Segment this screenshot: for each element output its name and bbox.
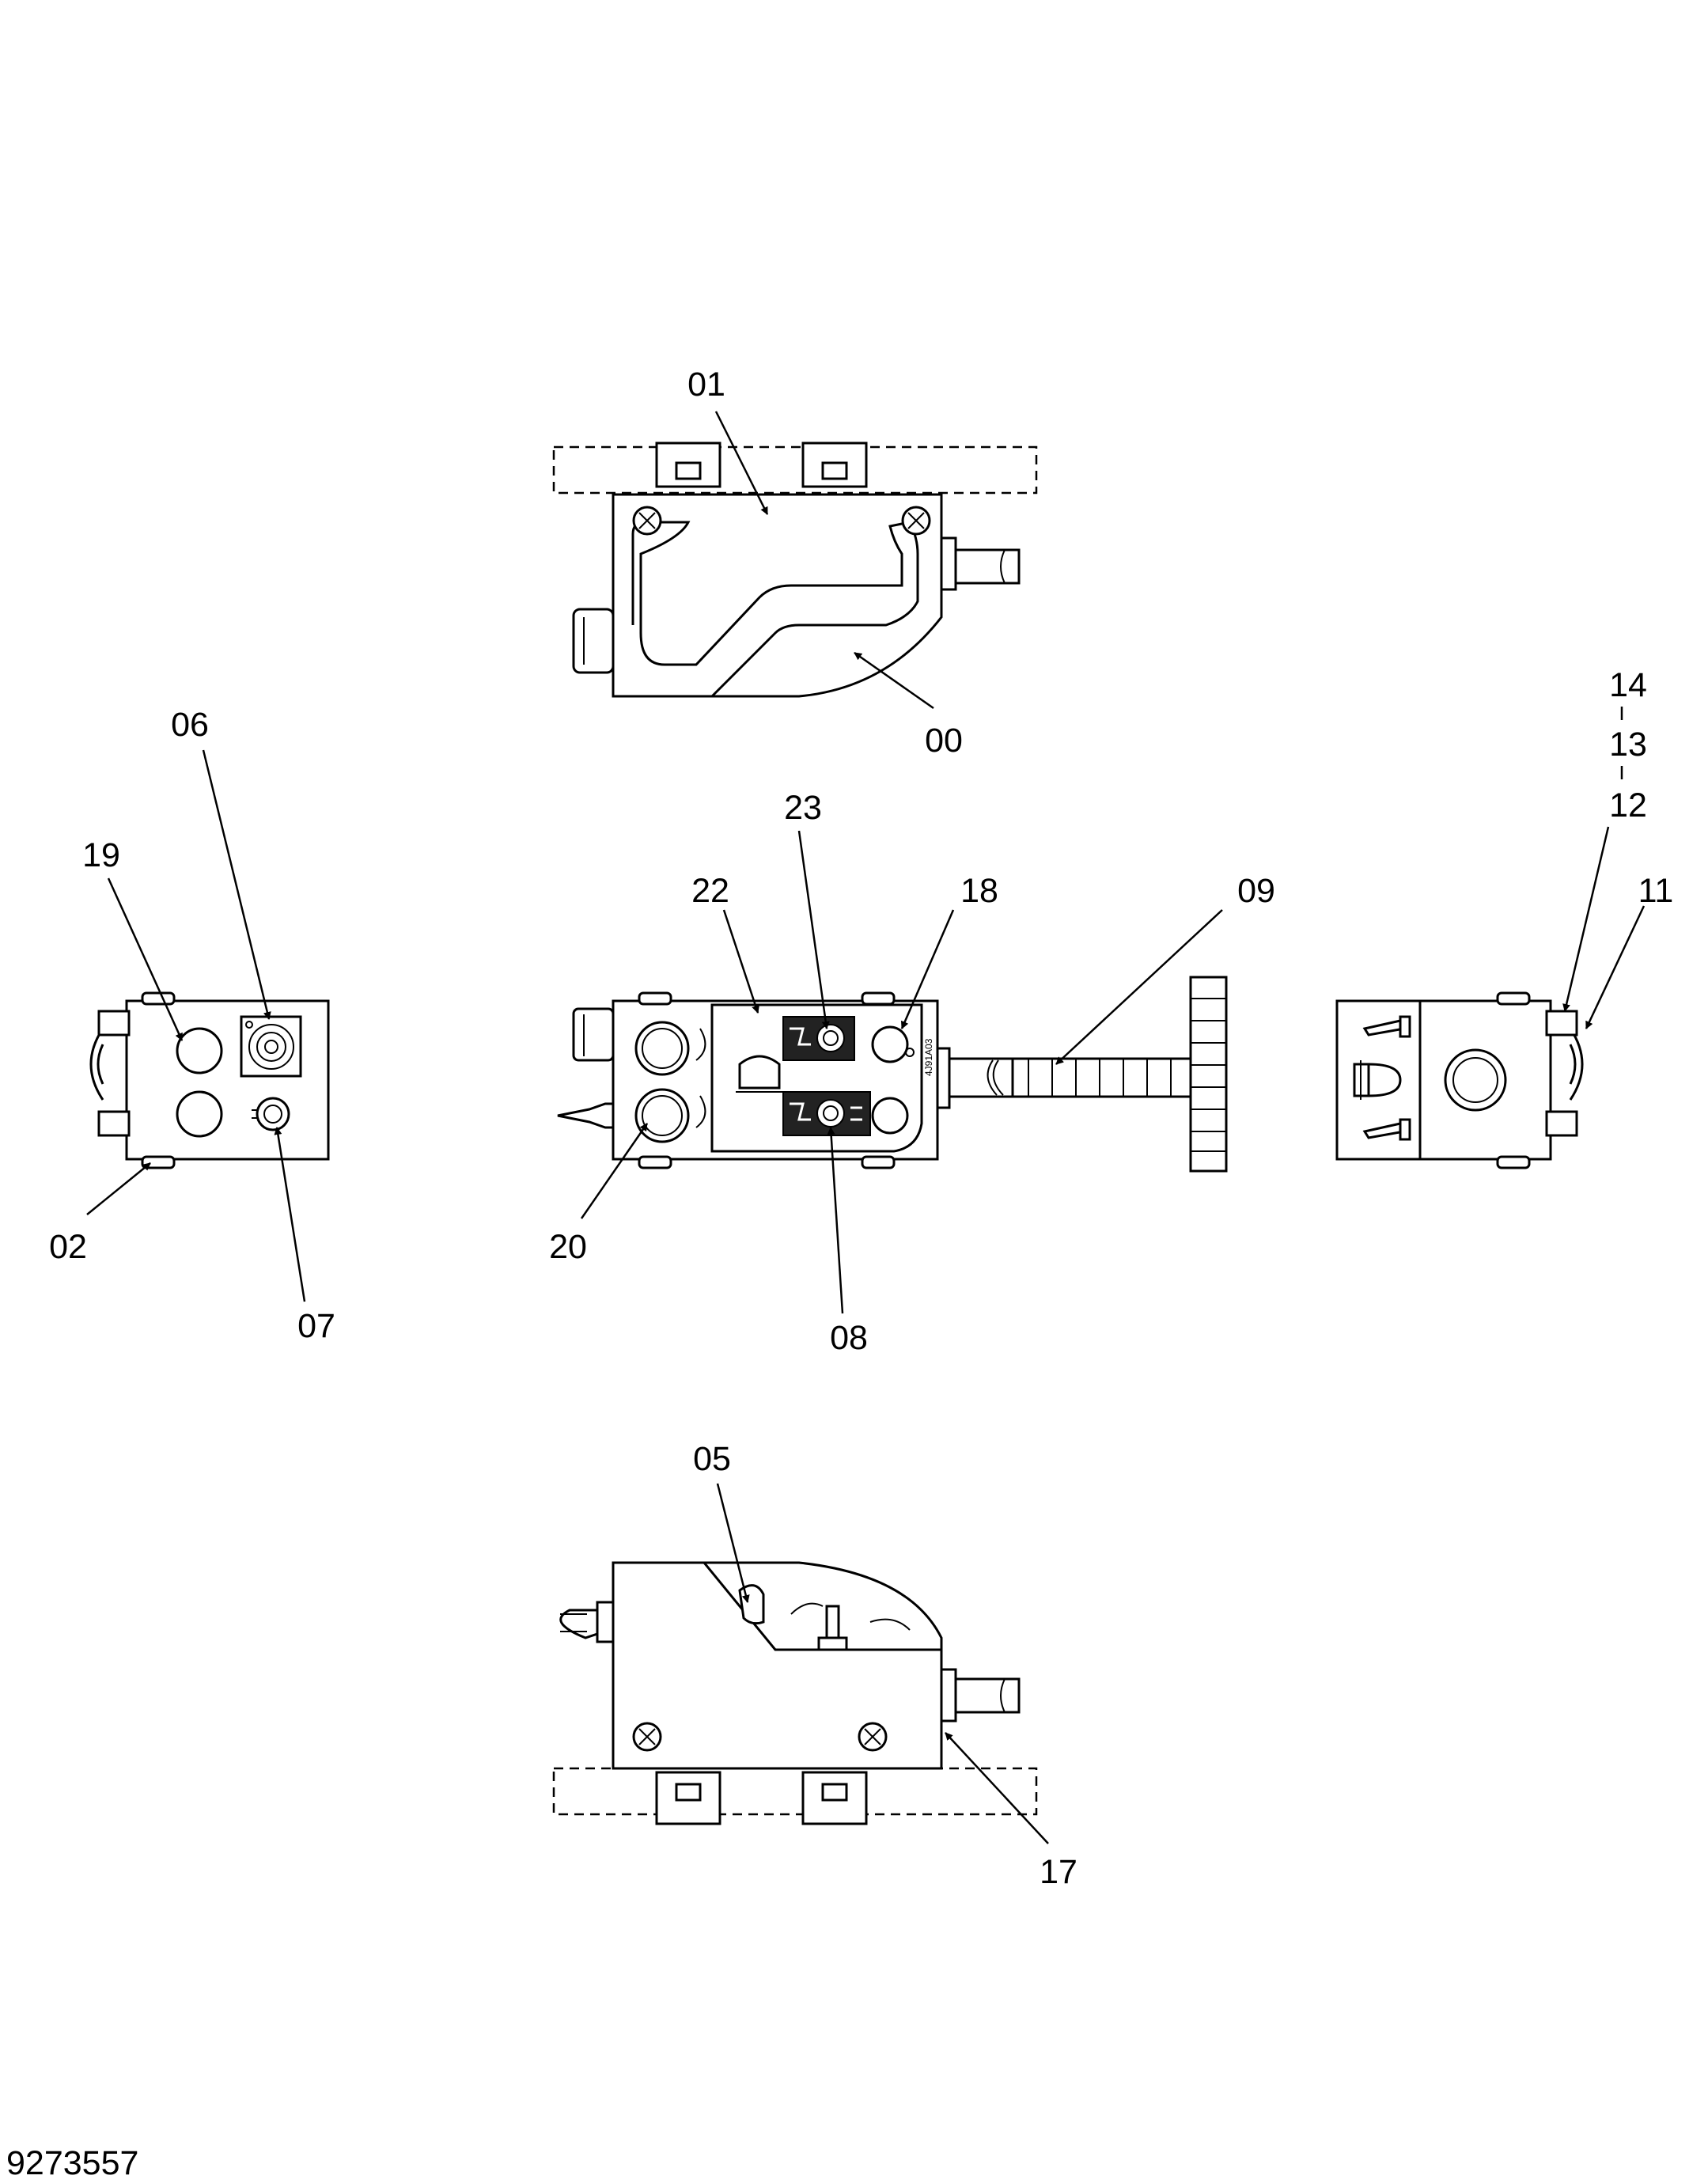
front-lever — [557, 1102, 615, 1129]
top-side-knob — [572, 608, 615, 674]
front-port-bottom — [634, 1088, 690, 1143]
front-lamp — [738, 1055, 781, 1090]
front-panel-label: 4J91A03 — [923, 1038, 934, 1076]
bottom-view — [552, 1561, 1038, 1825]
bottom-shaft — [954, 1677, 1021, 1714]
callout-08: 08 — [830, 1319, 868, 1357]
front-shaft-segments — [1011, 1057, 1192, 1098]
front-indicator-bottom — [871, 1097, 909, 1135]
top-clamp-right — [801, 442, 868, 488]
callout-18: 18 — [960, 872, 998, 910]
callout-12: 12 — [1609, 786, 1647, 824]
leader-lines — [86, 411, 1646, 1844]
top-view — [552, 442, 1038, 698]
callout-02: 02 — [49, 1228, 87, 1266]
callout-labels: 01 00 06 19 02 07 22 23 18 09 20 08 14 1… — [49, 366, 1673, 1891]
front-control-panel — [710, 1003, 923, 1153]
front-shaft — [948, 1057, 1014, 1098]
callout-06: 06 — [171, 706, 209, 744]
top-shaft — [954, 548, 1021, 585]
left-port-bottom — [176, 1090, 223, 1138]
callout-22: 22 — [691, 872, 729, 910]
front-handle — [1189, 976, 1228, 1173]
drawing-number: 9273557 — [6, 2144, 138, 2182]
callout-11: 11 — [1638, 872, 1674, 910]
front-view: 4J91A03 — [557, 976, 1228, 1173]
callout-14: 14 — [1609, 666, 1647, 704]
top-clamp-left — [655, 442, 721, 488]
left-body — [125, 999, 330, 1161]
callout-13: 13 — [1609, 726, 1647, 764]
front-port-top — [634, 1021, 690, 1076]
callout-19: 19 — [82, 836, 120, 874]
callout-23: 23 — [784, 789, 822, 827]
bottom-body — [612, 1561, 943, 1770]
callout-07: 07 — [297, 1307, 335, 1345]
callout-20: 20 — [549, 1228, 587, 1266]
top-body — [612, 493, 943, 698]
top-cover-plate — [631, 521, 919, 698]
callout-01: 01 — [687, 366, 725, 404]
right-port — [1444, 1048, 1507, 1112]
front-side-knob — [572, 1007, 615, 1062]
left-toggle — [256, 1097, 290, 1131]
right-view — [1335, 991, 1584, 1169]
callout-05: 05 — [693, 1440, 731, 1478]
callout-09: 09 — [1237, 872, 1275, 910]
top-rail — [552, 445, 1038, 495]
front-indicator-top — [871, 1025, 909, 1063]
left-port-top — [176, 1027, 223, 1074]
callout-00: 00 — [925, 722, 963, 760]
left-view — [89, 991, 330, 1169]
callout-17: 17 — [1040, 1853, 1077, 1891]
